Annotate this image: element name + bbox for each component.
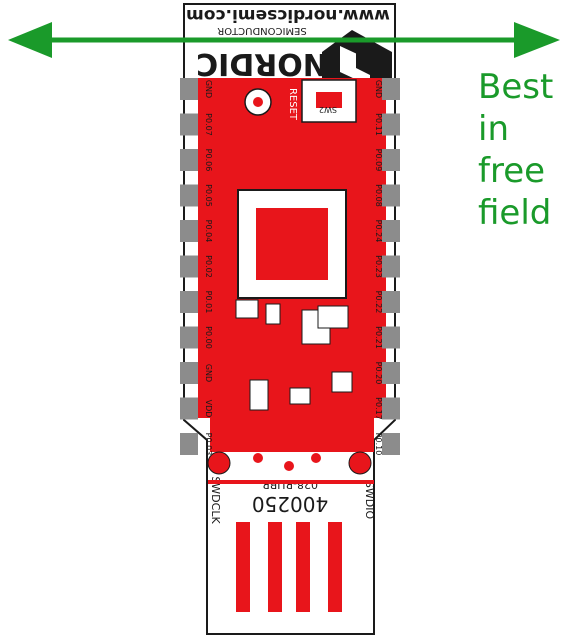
left-pin-pad [180, 149, 198, 171]
left-pin-pad [180, 362, 198, 384]
left-pin-label: P0.02 [204, 255, 213, 278]
right-pin-pad [382, 433, 400, 455]
left-pin-pad [180, 397, 198, 420]
free-field-annotation: Best in free field [478, 66, 553, 234]
swdio-label: SWDIO [363, 481, 376, 520]
left-pin-label: P0.05 [204, 184, 213, 207]
left-pin-pad [180, 220, 198, 242]
left-pads: GNDP0.07P0.06P0.05P0.04P0.02P0.01P0.00GN… [180, 78, 213, 455]
right-pin-label: P0.17 [374, 397, 383, 420]
right-pin-pad [382, 149, 400, 171]
right-pin-pad [382, 220, 400, 242]
arrowhead-right-icon [514, 22, 560, 58]
right-pin-pad [382, 255, 400, 278]
left-pin-label: P0.00 [204, 326, 213, 349]
left-pin-label: P0.04 [204, 220, 213, 243]
component-footprints [235, 299, 353, 411]
right-pin-pad [382, 291, 400, 313]
left-pin-pad [180, 326, 198, 349]
annotation-line: free [478, 151, 546, 191]
left-pin-label: GND [204, 364, 213, 382]
right-pads: GND P0.11P0.09P0.08P0.24P0.23P0.22P0.21P0… [374, 78, 400, 455]
right-pin-label: P0.11 [374, 113, 383, 136]
right-pin-pad [382, 362, 400, 384]
right-pin-label: GND [374, 80, 383, 98]
right-pin-label: P0.24 [374, 220, 383, 243]
brand-sub-text: SEMICONDUCTOR [217, 25, 307, 36]
left-pin-pad [180, 255, 198, 278]
right-pin-pad [382, 397, 400, 420]
right-pin-label: P0.10 [374, 433, 383, 456]
debug-pads [207, 451, 372, 475]
left-pin-pad [180, 433, 198, 455]
right-pin-pad [382, 326, 400, 349]
mcu-chip [237, 189, 347, 299]
sw2-label: SW2 [319, 105, 337, 114]
right-pin-label: P0.22 [374, 291, 383, 314]
right-pin-label: P0.08 [374, 184, 383, 207]
left-pin-label: VDD [204, 400, 213, 418]
right-pin-pad [382, 78, 400, 100]
brand-text: NORDIC [196, 46, 328, 81]
left-pin-pad [180, 113, 198, 136]
right-pin-label: P0.20 [374, 362, 383, 385]
right-pin-label: P0.23 [374, 255, 383, 278]
right-pin-label: P0.21 [374, 326, 383, 349]
board-subnumber: 028-RUBR [262, 478, 318, 491]
website-text: www.nordicsemi.com [186, 5, 390, 25]
left-pin-label: GND [204, 80, 213, 98]
right-pin-pad [382, 184, 400, 207]
swdclk-label: SWDCLK [209, 476, 222, 524]
right-pin-pad [382, 113, 400, 136]
left-pin-label: P0.01 [204, 291, 213, 314]
left-pin-pad [180, 78, 198, 100]
reset-button-area: SW2 RESET [244, 79, 357, 123]
left-pin-label: P0.07 [204, 113, 213, 136]
left-pin-pad [180, 291, 198, 313]
reset-label: RESET [287, 88, 298, 121]
direction-arrow [8, 22, 560, 58]
arrowhead-left-icon [8, 22, 52, 58]
left-pin-pad [180, 184, 198, 207]
board-number: 400250 [252, 492, 328, 516]
right-pin-label: P0.09 [374, 149, 383, 172]
usb-connector [208, 480, 374, 612]
left-pin-label: P0.03 [204, 433, 213, 456]
annotation-line: Best [478, 67, 554, 107]
annotation-line: field [478, 193, 552, 233]
left-pin-label: P0.06 [204, 149, 213, 172]
annotation-line: in [478, 109, 509, 149]
